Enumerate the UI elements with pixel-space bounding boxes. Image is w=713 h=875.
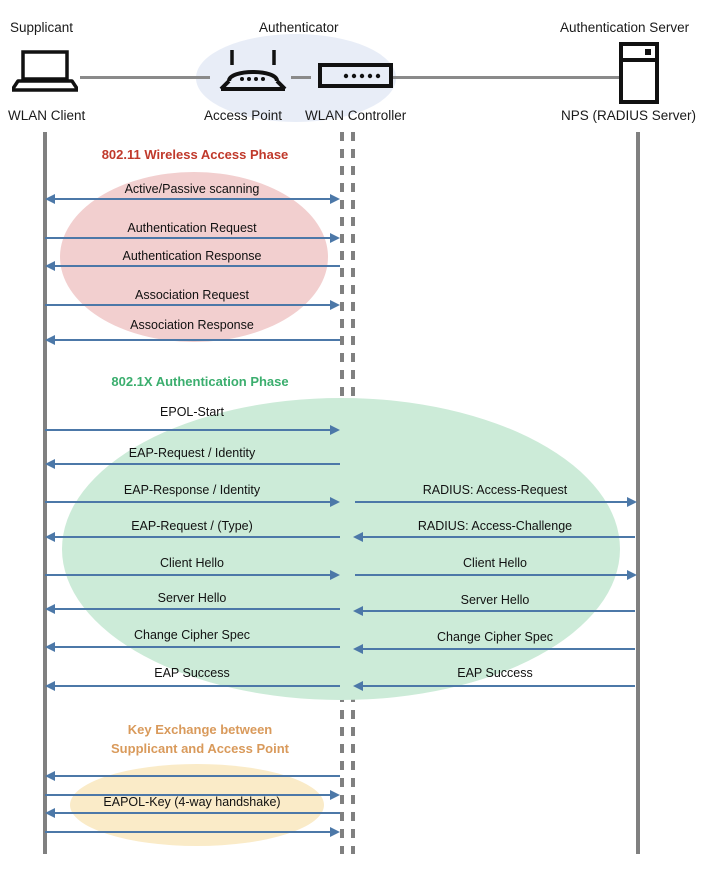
message-label: RADIUS: Access-Request (422, 483, 568, 497)
role-label-authenticator: Authenticator (259, 20, 339, 35)
arrow-head-left-icon (45, 808, 55, 818)
message-arrow (45, 304, 330, 306)
arrow-head-right-icon (330, 300, 340, 310)
node-label-access-point: Access Point (204, 108, 283, 123)
message-label: Server Hello (460, 593, 530, 607)
arrow-head-left-icon (45, 642, 55, 652)
node-label-wlan-client: WLAN Client (8, 108, 86, 123)
phase-3-title: Key Exchange between Supplicant and Acce… (111, 722, 289, 756)
message-arrow (45, 574, 330, 576)
role-label-auth-server: Authentication Server (560, 20, 690, 35)
phase-2-title: 802.1X Authentication Phase (111, 374, 289, 389)
phase-2-ellipse (62, 398, 620, 700)
arrow-head-left-icon (45, 194, 55, 204)
message-label: Authentication Request (127, 221, 257, 235)
message-arrow (363, 610, 635, 612)
arrow-head-left-icon (45, 532, 55, 542)
arrow-head-left-icon (45, 261, 55, 271)
message-label: RADIUS: Access-Challenge (417, 519, 573, 533)
message-arrow (55, 646, 340, 648)
message-label: Active/Passive scanning (124, 182, 260, 196)
arrow-head-right-icon (330, 790, 340, 800)
message-label: Change Cipher Spec (133, 628, 251, 642)
wire-controller-to-server (393, 76, 621, 79)
message-arrow (363, 536, 635, 538)
arrow-head-right-icon (330, 194, 340, 204)
message-label: Association Request (135, 288, 249, 302)
lifeline-supplicant (43, 132, 47, 854)
arrow-head-right-icon (627, 497, 637, 507)
phase-1-ellipse (60, 172, 328, 342)
arrow-head-right-icon (330, 497, 340, 507)
message-arrow (45, 794, 330, 796)
message-arrow (55, 608, 340, 610)
message-arrow (55, 775, 340, 777)
node-label-nps-radius-server: NPS (RADIUS Server) (561, 108, 697, 123)
message-label: Client Hello (160, 556, 224, 570)
message-arrow (55, 463, 340, 465)
message-label: Association Response (130, 318, 254, 332)
message-label: EAP Success (457, 666, 533, 680)
server-icon (619, 42, 659, 104)
lifeline-auth-server (636, 132, 640, 854)
arrow-head-left-icon (45, 459, 55, 469)
message-arrow (45, 237, 330, 239)
message-label: EAP-Response / Identity (123, 483, 261, 497)
message-label: EAPOL-Key (4-way handshake) (103, 795, 281, 809)
arrow-head-right-icon (330, 233, 340, 243)
message-arrow (55, 339, 340, 341)
message-label: EAP-Request / (Type) (131, 519, 253, 533)
message-label: EAP Success (154, 666, 230, 680)
arrow-head-left-icon (353, 644, 363, 654)
arrow-head-left-icon (353, 681, 363, 691)
message-label: Change Cipher Spec (436, 630, 554, 644)
message-label: EPOL-Start (160, 405, 224, 419)
message-arrow (363, 648, 635, 650)
arrow-head-left-icon (353, 606, 363, 616)
arrow-head-left-icon (45, 771, 55, 781)
message-label: Server Hello (157, 591, 227, 605)
arrow-head-left-icon (45, 335, 55, 345)
message-arrow (55, 265, 340, 267)
wlan-controller-icon (318, 62, 394, 90)
message-arrow (45, 831, 330, 833)
message-label: Client Hello (463, 556, 527, 570)
message-label: EAP-Request / Identity (128, 446, 256, 460)
wire-client-to-ap (80, 76, 210, 79)
message-arrow (55, 685, 340, 687)
message-arrow (355, 501, 627, 503)
arrow-head-left-icon (45, 681, 55, 691)
wire-ap-to-controller (291, 76, 311, 79)
arrow-head-right-icon (627, 570, 637, 580)
message-arrow (45, 501, 330, 503)
node-label-wlan-controller: WLAN Controller (305, 108, 407, 123)
laptop-icon (10, 50, 80, 92)
role-label-supplicant: Supplicant (10, 20, 74, 35)
access-point-icon (215, 48, 291, 94)
message-arrow (45, 429, 330, 431)
message-arrow (355, 574, 627, 576)
arrow-head-left-icon (353, 532, 363, 542)
message-label: Authentication Response (122, 249, 262, 263)
message-arrow (363, 685, 635, 687)
message-arrow (55, 536, 340, 538)
arrow-head-right-icon (330, 827, 340, 837)
arrow-head-right-icon (330, 425, 340, 435)
message-arrow (55, 198, 330, 200)
phase-1-title: 802.11 Wireless Access Phase (101, 147, 289, 162)
message-arrow (55, 812, 340, 814)
arrow-head-left-icon (45, 604, 55, 614)
arrow-head-right-icon (330, 570, 340, 580)
